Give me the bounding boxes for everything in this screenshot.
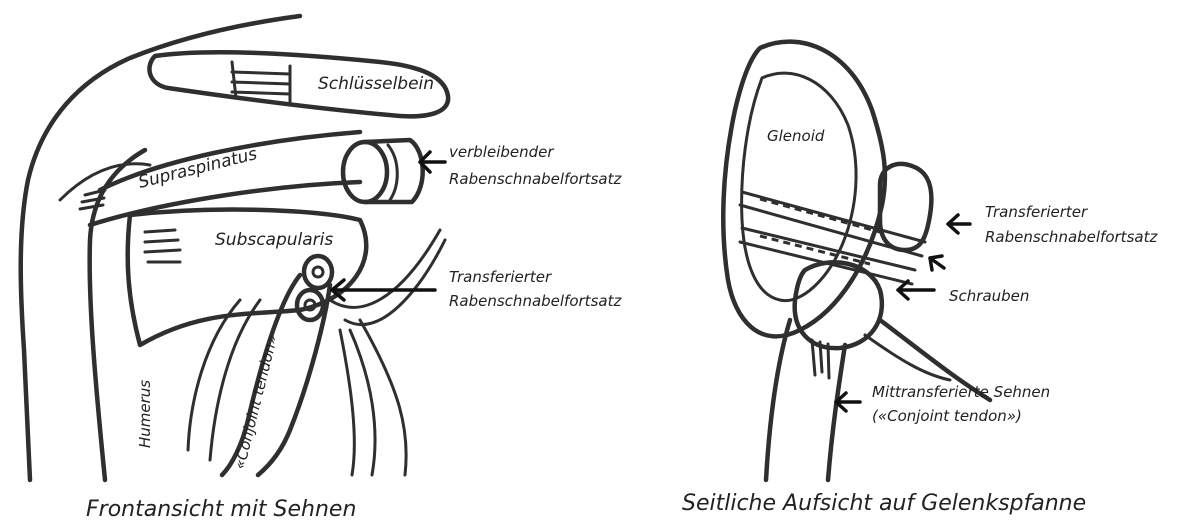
label-conjoint-tendon: «Conjoint tendon» (230, 333, 281, 471)
lateral-view-panel: Glenoid Transferierter Rabenschnabelfort… (682, 42, 1158, 516)
transferred-coracoid-top (304, 256, 332, 288)
arrow-screws (898, 281, 934, 299)
label-remaining-coracoid-line2: Rabenschnabelfortsatz (449, 170, 622, 188)
screw-head-1 (313, 267, 323, 277)
conjoint-tendon-strand-1 (766, 320, 790, 480)
arrow-transferred-coracoid (948, 215, 970, 233)
label-glenoid: Glenoid (767, 127, 825, 145)
label-screws: Schrauben (949, 287, 1029, 305)
label-supraspinatus: Supraspinatus (136, 144, 259, 193)
frontal-view-panel: Schlüsselbein Supraspinatus verbleibende… (21, 16, 623, 522)
label-transferred-coracoid-line1: Transferierter (449, 268, 552, 286)
coracoid-rim (388, 145, 397, 200)
label-transferred-coracoid-line2: Rabenschnabelfortsatz (985, 228, 1158, 246)
label-cotransferred-tendons-line1: Mittransferierte Sehnen (872, 383, 1050, 401)
caption-lateral-view: Seitliche Aufsicht auf Gelenkspfanne (682, 491, 1086, 516)
arrow-screw-1 (930, 256, 944, 270)
label-humerus: Humerus (136, 380, 154, 448)
label-transferred-coracoid-line1: Transferierter (985, 203, 1088, 221)
label-remaining-coracoid-line1: verbleibender (449, 143, 554, 161)
remaining-coracoid (343, 142, 387, 202)
label-transferred-coracoid-line2: Rabenschnabelfortsatz (449, 292, 622, 310)
tendon-strands (330, 230, 445, 475)
lower-graft (795, 262, 882, 348)
label-subscapularis: Subscapularis (215, 230, 333, 250)
conjoint-tendon-strand-2 (828, 345, 845, 480)
humerus-head-line (60, 164, 150, 200)
screw-head-2 (305, 300, 315, 310)
label-clavicle: Schlüsselbein (318, 74, 434, 94)
subscapularis-marks (145, 230, 180, 262)
label-cotransferred-tendons-line2: («Conjoint tendon») (872, 407, 1022, 425)
glenoid-outer (723, 42, 885, 337)
screw-1-body (740, 192, 925, 256)
caption-frontal-view: Frontansicht mit Sehnen (86, 497, 356, 522)
